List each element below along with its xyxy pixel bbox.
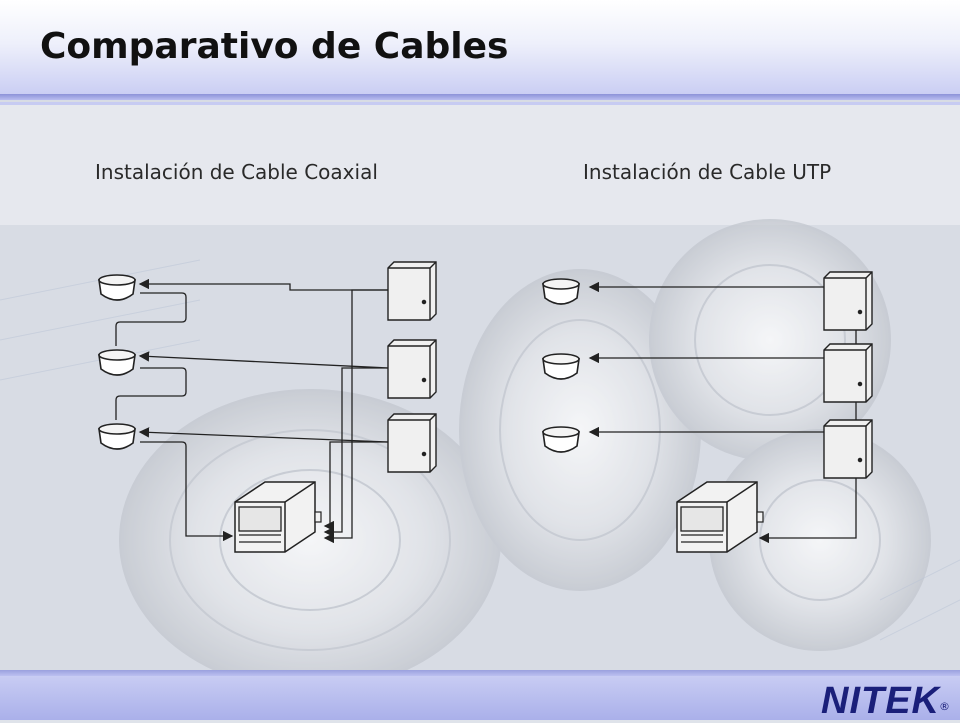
utp-label: Instalación de Cable UTP [583, 160, 832, 184]
camera-icon [98, 349, 136, 376]
footer-band [0, 676, 960, 720]
power-box-icon [387, 413, 437, 473]
power-box-icon [823, 343, 873, 403]
slide-title: Comparativo de Cables [40, 26, 509, 67]
camera-icon [98, 274, 136, 301]
header-divider [0, 94, 960, 100]
coaxial-diagram [98, 261, 437, 553]
nitek-logo: NITEK [821, 680, 940, 722]
utp-diagram [542, 271, 873, 553]
camera-icon [542, 426, 580, 453]
power-box-icon [823, 419, 873, 479]
dvr-icon [676, 481, 764, 553]
camera-icon [542, 278, 580, 305]
camera-icon [98, 423, 136, 450]
power-box-icon [387, 339, 437, 399]
dvr-icon [234, 481, 322, 553]
power-box-icon [823, 271, 873, 331]
footer-divider [0, 670, 960, 676]
header-band [0, 0, 960, 96]
power-box-icon [387, 261, 437, 321]
header-divider-thin [0, 102, 960, 105]
registered-mark: ® [939, 700, 950, 713]
camera-icon [542, 353, 580, 380]
coaxial-label: Instalación de Cable Coaxial [95, 160, 378, 184]
